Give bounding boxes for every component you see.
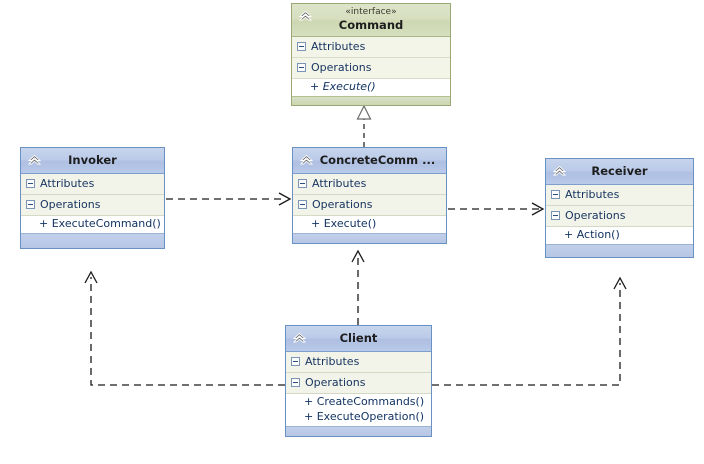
collapse-minus-icon[interactable] bbox=[291, 378, 300, 387]
class-title-invoker: Invoker bbox=[68, 153, 117, 167]
class-header-command: «interface» Command bbox=[292, 4, 450, 37]
collapse-minus-icon[interactable] bbox=[297, 42, 306, 51]
class-footer-invoker bbox=[21, 233, 164, 248]
connector-realization-concretecommand-command[interactable] bbox=[356, 104, 372, 147]
operations-members-concretecommand: + Execute() bbox=[293, 216, 446, 233]
connector-dependency-concretecommand-receiver[interactable] bbox=[448, 202, 545, 216]
connector-dependency-client-concretecommand[interactable] bbox=[351, 249, 365, 325]
attributes-compartment-command[interactable]: Attributes bbox=[292, 37, 450, 58]
collapse-minus-icon[interactable] bbox=[297, 63, 306, 72]
operation-item[interactable]: + CreateCommands() bbox=[286, 394, 431, 409]
class-footer-concretecommand bbox=[293, 233, 446, 243]
class-title-client: Client bbox=[339, 331, 378, 345]
operations-label: Operations bbox=[565, 209, 626, 222]
connector-dependency-client-receiver[interactable] bbox=[432, 276, 627, 386]
operations-label: Operations bbox=[40, 198, 101, 211]
class-box-command[interactable]: «interface» Command Attributes Operation… bbox=[291, 3, 451, 106]
connector-dependency-invoker-concretecommand[interactable] bbox=[166, 192, 292, 206]
double-chevron-up-icon[interactable] bbox=[298, 151, 315, 168]
double-chevron-up-icon[interactable] bbox=[291, 329, 308, 346]
operation-item[interactable]: + Execute() bbox=[293, 216, 446, 231]
class-header-client: Client bbox=[286, 326, 431, 352]
attributes-label: Attributes bbox=[565, 188, 620, 201]
collapse-minus-icon[interactable] bbox=[551, 190, 560, 199]
operations-compartment-concretecommand[interactable]: Operations bbox=[293, 195, 446, 216]
operation-item[interactable]: + Execute() bbox=[292, 79, 450, 94]
operations-label: Operations bbox=[312, 198, 373, 211]
collapse-minus-icon[interactable] bbox=[298, 179, 307, 188]
attributes-compartment-invoker[interactable]: Attributes bbox=[21, 174, 164, 195]
attributes-label: Attributes bbox=[312, 177, 367, 190]
class-header-receiver: Receiver bbox=[546, 159, 693, 185]
class-box-invoker[interactable]: Invoker Attributes Operations + ExecuteC… bbox=[20, 147, 165, 249]
class-title-receiver: Receiver bbox=[591, 164, 648, 178]
class-header-invoker: Invoker bbox=[21, 148, 164, 174]
operations-compartment-invoker[interactable]: Operations bbox=[21, 195, 164, 216]
class-box-receiver[interactable]: Receiver Attributes Operations + Action(… bbox=[545, 158, 694, 258]
class-header-concretecommand: ConcreteComm ... bbox=[293, 148, 446, 174]
class-footer-command bbox=[292, 96, 450, 105]
operation-item[interactable]: + ExecuteOperation() bbox=[286, 409, 431, 424]
class-box-concretecommand[interactable]: ConcreteComm ... Attributes Operations +… bbox=[292, 147, 447, 244]
attributes-compartment-client[interactable]: Attributes bbox=[286, 352, 431, 373]
class-footer-client bbox=[286, 426, 431, 436]
operations-members-receiver: + Action() bbox=[546, 227, 693, 244]
class-box-client[interactable]: Client Attributes Operations + CreateCom… bbox=[285, 325, 432, 437]
double-chevron-up-icon[interactable] bbox=[297, 7, 314, 24]
collapse-minus-icon[interactable] bbox=[291, 357, 300, 366]
operation-item[interactable]: + ExecuteCommand() bbox=[21, 216, 164, 231]
collapse-minus-icon[interactable] bbox=[298, 200, 307, 209]
operations-compartment-receiver[interactable]: Operations bbox=[546, 206, 693, 227]
collapse-minus-icon[interactable] bbox=[551, 211, 560, 220]
collapse-minus-icon[interactable] bbox=[26, 179, 35, 188]
collapse-minus-icon[interactable] bbox=[26, 200, 35, 209]
attributes-label: Attributes bbox=[311, 40, 366, 53]
attributes-compartment-receiver[interactable]: Attributes bbox=[546, 185, 693, 206]
attributes-label: Attributes bbox=[40, 177, 95, 190]
operations-compartment-command[interactable]: Operations bbox=[292, 58, 450, 79]
connector-dependency-client-invoker[interactable] bbox=[84, 270, 285, 386]
operations-label: Operations bbox=[305, 376, 366, 389]
operations-members-invoker: + ExecuteCommand() bbox=[21, 216, 164, 233]
attributes-compartment-concretecommand[interactable]: Attributes bbox=[293, 174, 446, 195]
class-footer-receiver bbox=[546, 244, 693, 257]
double-chevron-up-icon[interactable] bbox=[26, 151, 43, 168]
operations-compartment-client[interactable]: Operations bbox=[286, 373, 431, 394]
class-stereotype-command: «interface» bbox=[345, 7, 397, 17]
class-title-concretecommand: ConcreteComm ... bbox=[319, 153, 436, 167]
double-chevron-up-icon[interactable] bbox=[551, 162, 568, 179]
operations-members-client: + CreateCommands() + ExecuteOperation() bbox=[286, 394, 431, 426]
operations-label: Operations bbox=[311, 61, 372, 74]
attributes-label: Attributes bbox=[305, 355, 360, 368]
operations-members-command: + Execute() bbox=[292, 79, 450, 96]
class-title-command: Command bbox=[338, 18, 404, 32]
operation-item[interactable]: + Action() bbox=[546, 227, 693, 242]
